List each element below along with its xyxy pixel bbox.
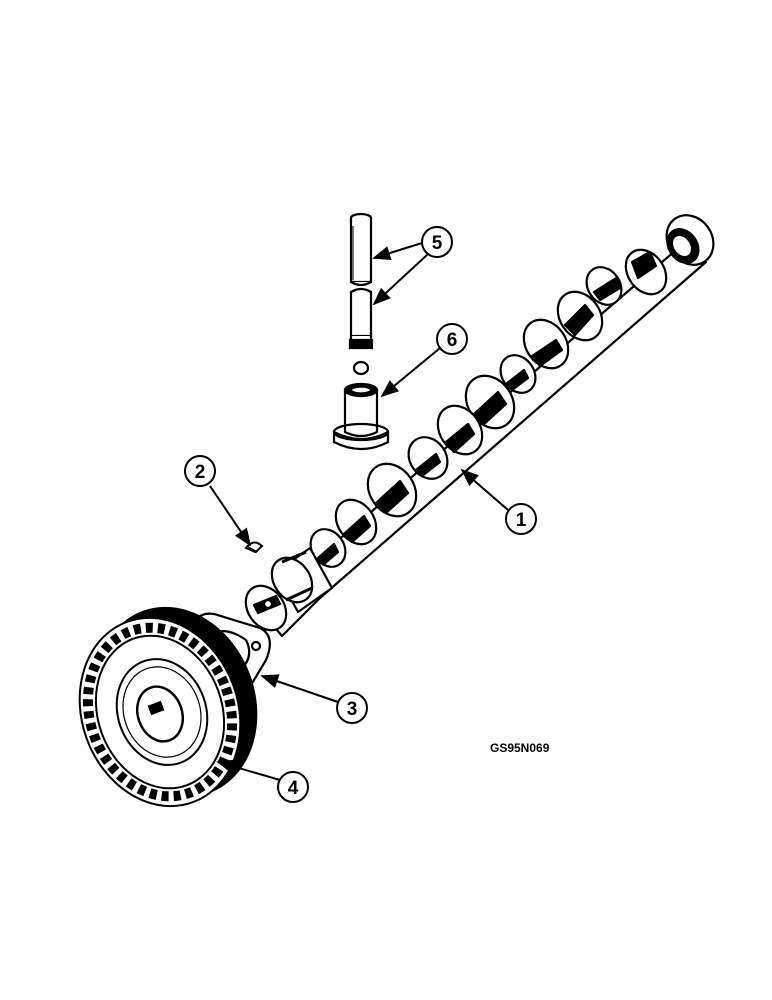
svg-text:3: 3 [347,699,358,720]
svg-text:4: 4 [288,778,299,799]
push-rod [348,212,374,376]
camshaft-gear [78,606,258,808]
camshaft-front-journal [270,546,334,614]
camshaft [244,214,715,638]
svg-text:6: 6 [447,330,458,351]
callout-1: 1 [505,503,537,535]
camshaft-front-end [244,584,288,632]
callout-2: 2 [184,455,216,487]
svg-text:5: 5 [432,233,443,254]
svg-text:2: 2 [195,462,206,483]
camshaft-lobes [309,248,668,568]
callout-3: 3 [336,692,368,724]
callout-5: 5 [421,226,453,258]
callout-6: 6 [436,323,468,355]
figure-code: GS95N069 [490,741,550,755]
cam-follower [332,382,390,451]
callout-leaders [209,242,509,781]
svg-text:1: 1 [516,510,527,531]
callout-4: 4 [277,771,309,803]
camshaft-rear-journal [665,214,715,266]
